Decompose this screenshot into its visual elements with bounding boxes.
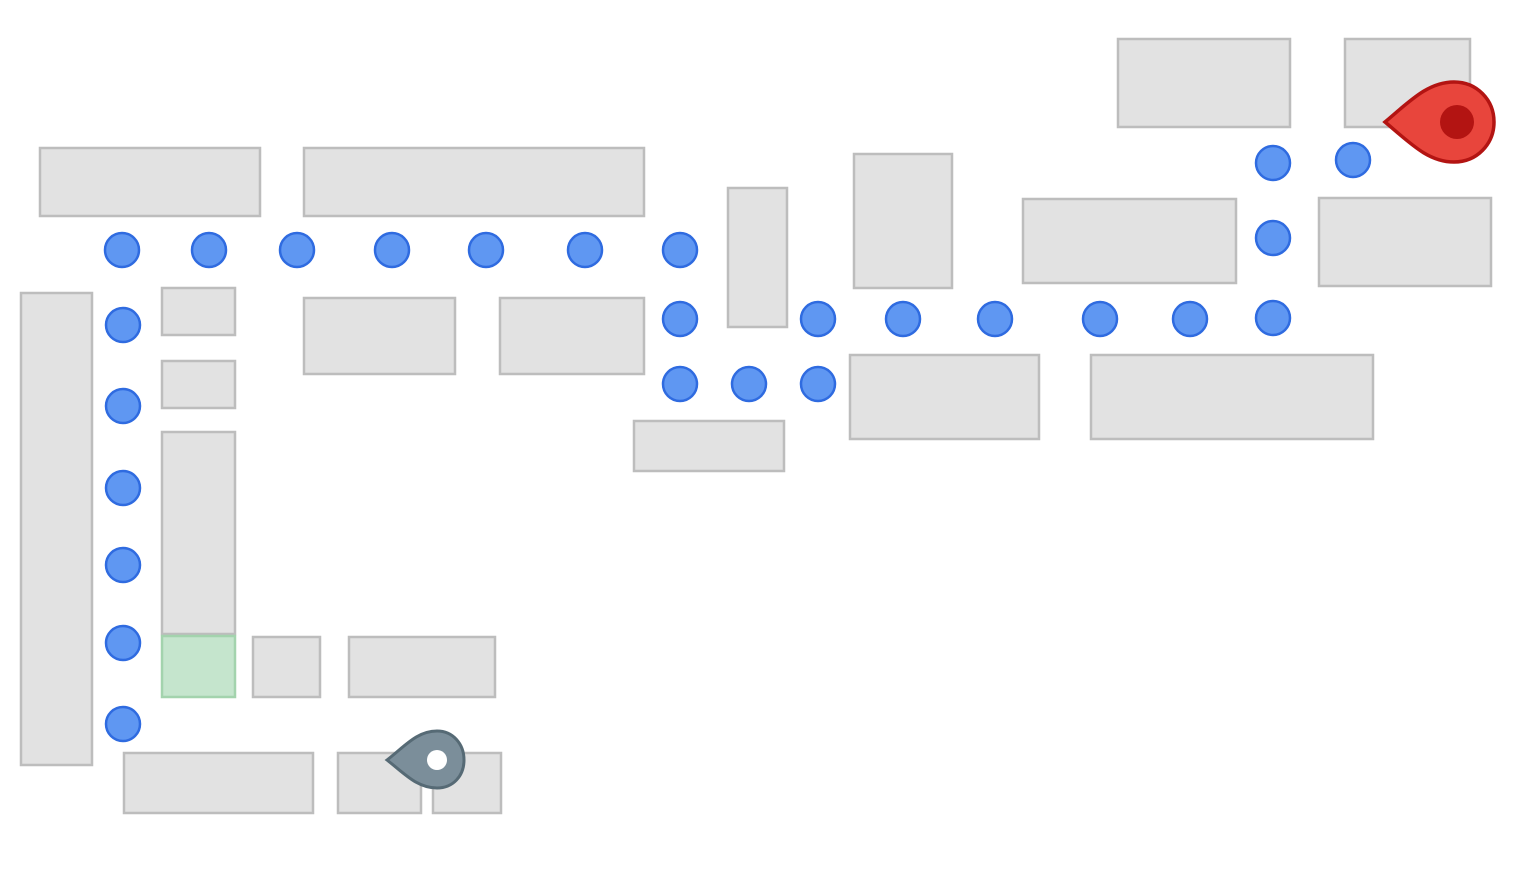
city-block (1089, 353, 1375, 441)
location-pin-icon (384, 729, 466, 790)
city-block (1021, 197, 1238, 285)
city-block (302, 146, 646, 218)
route-waypoint[interactable] (1254, 299, 1292, 337)
route-waypoint[interactable] (884, 300, 922, 338)
route-waypoint[interactable] (976, 300, 1014, 338)
route-waypoint[interactable] (1081, 300, 1119, 338)
route-waypoint[interactable] (190, 231, 228, 269)
city-block (726, 186, 789, 329)
route-waypoint[interactable] (104, 469, 142, 507)
city-block (852, 152, 954, 290)
route-waypoint[interactable] (104, 705, 142, 743)
route-waypoint[interactable] (467, 231, 505, 269)
destination-marker[interactable] (1382, 80, 1496, 164)
city-block (302, 296, 457, 376)
city-block (122, 751, 315, 815)
route-waypoint[interactable] (1254, 219, 1292, 257)
route-waypoint[interactable] (278, 231, 316, 269)
city-block (19, 291, 94, 767)
route-waypoint[interactable] (1171, 300, 1209, 338)
origin-marker[interactable] (384, 729, 466, 790)
city-block (160, 430, 237, 636)
route-waypoint[interactable] (661, 365, 699, 403)
city-block (1317, 196, 1493, 288)
route-waypoint[interactable] (661, 231, 699, 269)
city-blocks (19, 37, 1493, 815)
route-waypoint[interactable] (661, 300, 699, 338)
route-waypoint[interactable] (104, 624, 142, 662)
city-block (498, 296, 646, 376)
city-block (38, 146, 262, 218)
pin-center-dot (1440, 105, 1474, 139)
route-waypoint[interactable] (104, 387, 142, 425)
location-pin-icon (1382, 80, 1496, 164)
city-block (160, 286, 237, 337)
route-waypoint[interactable] (104, 546, 142, 584)
route-waypoint[interactable] (1254, 144, 1292, 182)
route-waypoint[interactable] (566, 231, 604, 269)
city-block (848, 353, 1041, 441)
route-waypoint[interactable] (730, 365, 768, 403)
city-block (632, 419, 786, 473)
city-block (347, 635, 497, 699)
route-waypoint[interactable] (1334, 141, 1372, 179)
route-waypoint[interactable] (373, 231, 411, 269)
highlighted-block[interactable] (160, 634, 237, 699)
pin-center-dot (427, 750, 447, 770)
route-waypoint[interactable] (104, 306, 142, 344)
city-block (1116, 37, 1292, 129)
city-block (160, 359, 237, 410)
route-waypoints (103, 141, 1372, 743)
route-waypoint[interactable] (103, 231, 141, 269)
route-waypoint[interactable] (799, 365, 837, 403)
route-waypoint[interactable] (799, 300, 837, 338)
city-block (251, 635, 322, 699)
